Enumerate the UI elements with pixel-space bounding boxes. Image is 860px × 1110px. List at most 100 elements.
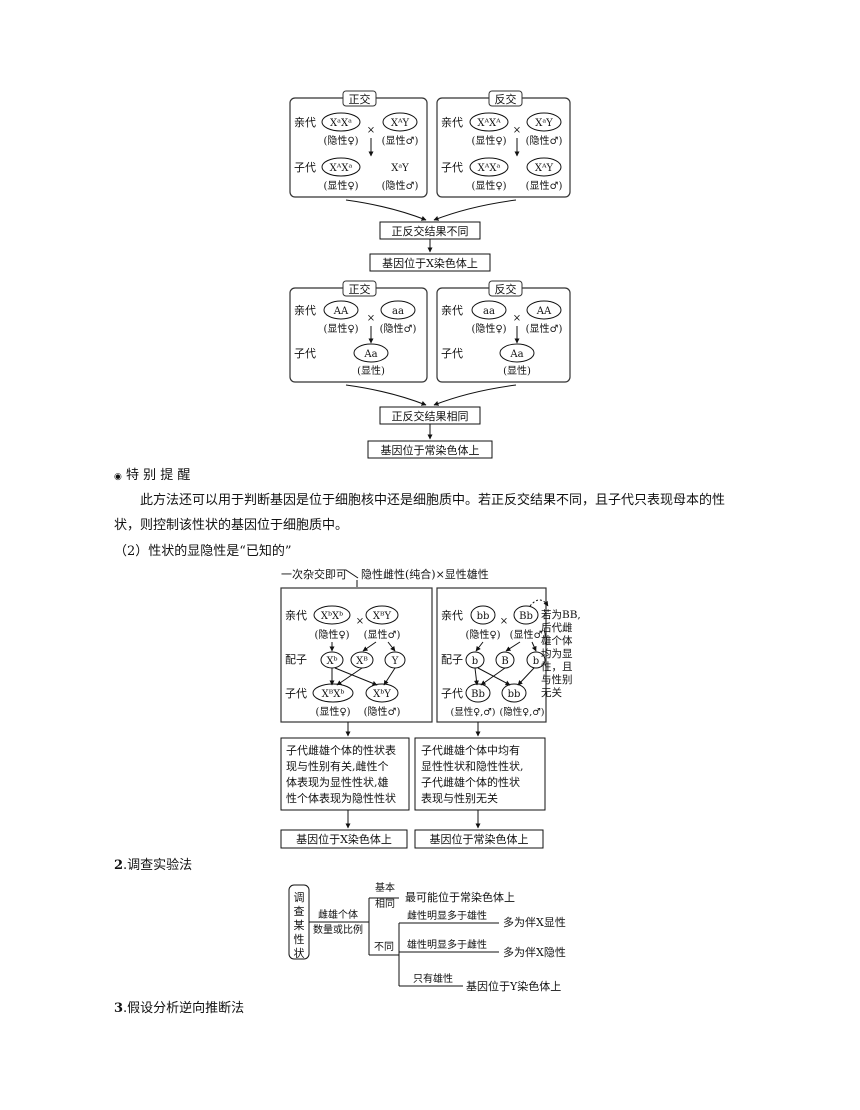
genotype: XᵃY: [535, 118, 553, 129]
phenotype-note: (隐性♀): [465, 628, 500, 641]
cross-requirement: 隐性雌性(纯合)×显性雄性: [361, 567, 489, 581]
offspring-label: 子代: [294, 161, 316, 174]
phenotype-note: (显性♂): [526, 179, 563, 192]
condition: 只有雄性: [413, 972, 453, 985]
side-note-line: 性，且: [541, 660, 573, 673]
genotype: XᴮXᵇ: [322, 689, 345, 700]
phenotype-note: (显性♀): [323, 322, 358, 335]
parent-label: 亲代: [285, 608, 307, 622]
result: 多为伴X隐性: [503, 945, 566, 959]
same-label: 相同: [375, 897, 395, 910]
phenotype-note: (显性♂): [364, 628, 401, 641]
genotype: XᴬXᵃ: [478, 163, 501, 174]
same-result: 最可能位于常染色体上: [405, 890, 515, 904]
phenotype-note: (隐性♀): [323, 134, 358, 147]
panel-title: 正交: [349, 282, 371, 296]
phenotype-note: (隐性♀): [314, 628, 349, 641]
result: 多为伴X显性: [503, 915, 566, 929]
genotype: XᵇXᵇ: [321, 611, 343, 622]
parent-label: 亲代: [441, 115, 463, 129]
reverse-cross-panel: 反交 亲代 aa × AA (隐性♀) (显性♂) 子代 Aa (显性): [436, 280, 571, 383]
side-note: 若为BB, 后代雌 雄个体 均为显 性，且 与性别 无关: [541, 608, 581, 699]
side-note-line: 与性别: [541, 673, 573, 686]
phenotype-note: (隐性♂): [382, 179, 419, 192]
offspring-label: 子代: [285, 687, 307, 700]
reciprocal-cross-x-diagram: 正交 亲代 XᵃXᵃ × XᴬY (隐性♀) (显性♂) 子代 XᴬXᵃ XᵃY…: [289, 90, 571, 272]
tip-paragraph-line1: 此方法还可以用于判断基因是位于细胞核中还是细胞质中。若正反交结果不同，且子代只表…: [140, 493, 726, 508]
side-note-line: 均为显: [541, 648, 573, 660]
gamete: Xᴮ: [356, 656, 368, 667]
parent-label: 亲代: [294, 303, 316, 317]
gamete: Y: [391, 656, 399, 667]
same-label: 基本: [375, 881, 395, 894]
ratio-label: 数量或比例: [313, 923, 363, 936]
left-description-line: 体表现为显性性状,雄: [286, 775, 389, 789]
offspring-label: 子代: [441, 687, 463, 700]
phenotype-note: (隐性♀,♂): [500, 706, 545, 718]
offspring-label: 子代: [441, 347, 463, 360]
parent-label: 亲代: [441, 608, 463, 622]
genotype: Bb: [471, 689, 485, 700]
parent-label: 亲代: [441, 303, 463, 317]
phenotype-note: (隐性♂): [526, 134, 563, 147]
genotype: XᵇY: [373, 689, 391, 700]
right-description-line: 显性性状和隐性性状,: [421, 759, 524, 773]
genotype: Bb: [519, 611, 533, 622]
gamete-label: 配子: [441, 653, 463, 666]
left-description-line: 性个体表现为隐性性状: [286, 791, 396, 805]
genotype: Aa: [509, 349, 523, 360]
heading-text: .假设分析逆向推断法: [123, 1001, 245, 1016]
right-description-line: 子代雌雄个体的性状: [421, 775, 520, 789]
left-conclusion: 基因位于X染色体上: [296, 832, 392, 846]
tip-heading-text: 特 别 提 醒: [126, 468, 191, 483]
condition: 雌性明显多于雄性: [407, 909, 487, 922]
heading-number: 2: [114, 858, 124, 873]
cross-sign: ×: [367, 125, 375, 136]
phenotype-note: (显性♂): [510, 628, 547, 641]
side-note-line: 若为BB,: [541, 608, 581, 621]
condition: 雄性明显多于雌性: [407, 938, 487, 951]
right-conclusion: 基因位于常染色体上: [430, 832, 529, 846]
genotype: XᴬY: [535, 163, 554, 174]
cross-sign: ×: [500, 616, 508, 627]
genotype: XᴬXᴬ: [477, 118, 501, 129]
ratio-label: 雌雄个体: [318, 908, 358, 921]
subheading-known-dominance: （2）性状的显隐性是“已知的”: [114, 544, 292, 559]
phenotype-note: (显性♀): [471, 134, 506, 147]
heading-text: .调查实验法: [123, 858, 193, 873]
phenotype-note: (隐性♂): [364, 705, 401, 718]
tip-paragraph-line2: 状，则控制该性状的基因位于细胞质中。: [114, 518, 349, 533]
phenotype-note: (隐性♂): [380, 322, 417, 335]
forward-cross-panel: 正交 亲代 XᵃXᵃ × XᴬY (隐性♀) (显性♂) 子代 XᴬXᵃ XᵃY…: [289, 90, 428, 198]
phenotype-note: (显性♂): [382, 134, 419, 147]
phenotype-note: (显性♀): [471, 179, 506, 192]
cross-sign: ×: [367, 313, 375, 324]
side-note-line: 后代雌: [541, 621, 573, 634]
special-tip-heading: ◉ 特 别 提 醒: [114, 467, 190, 486]
section-heading-hypothesis: 3.假设分析逆向推断法: [114, 1000, 244, 1018]
left-description-line: 现与性别有关,雌性个: [286, 759, 389, 773]
vertical-label-char: 状: [294, 946, 305, 960]
tip-marker: ◉: [114, 472, 122, 482]
top-note: 一次杂交即可: [281, 567, 347, 581]
gamete: b: [472, 656, 478, 667]
genotype: XᵃXᵃ: [330, 118, 352, 129]
genotype: XᴬY: [391, 118, 410, 129]
genotype: bb: [477, 611, 490, 622]
side-note-line: 雄个体: [541, 634, 573, 647]
known-dominance-diagram: 一次杂交即可 隐性雌性(纯合)×显性雄性 亲代 XᵇXᵇ × Xᴮ Y (隐性♀)…: [280, 567, 581, 849]
genotype: AA: [333, 306, 349, 317]
cross-sign: ×: [513, 125, 521, 136]
vertical-label-char: 调: [294, 891, 305, 904]
genotype: bb: [508, 689, 521, 700]
genotype: aa: [483, 306, 495, 317]
panel-title: 反交: [495, 282, 517, 296]
x-linked-panel: 亲代 XᵇXᵇ × XᴮY (隐性♀) (显性♂) 配子 Xᵇ Xᴮ Y 子代 …: [280, 587, 433, 723]
phenotype-note: (显性♀,♂): [451, 706, 496, 718]
gamete: Xᵇ: [326, 656, 337, 667]
vertical-label-char: 某: [294, 919, 305, 932]
offspring-label: 子代: [294, 347, 316, 360]
cross-sign: ×: [513, 313, 521, 324]
gamete: B: [501, 656, 508, 667]
section-heading-survey: 2.调查实验法: [114, 857, 192, 875]
